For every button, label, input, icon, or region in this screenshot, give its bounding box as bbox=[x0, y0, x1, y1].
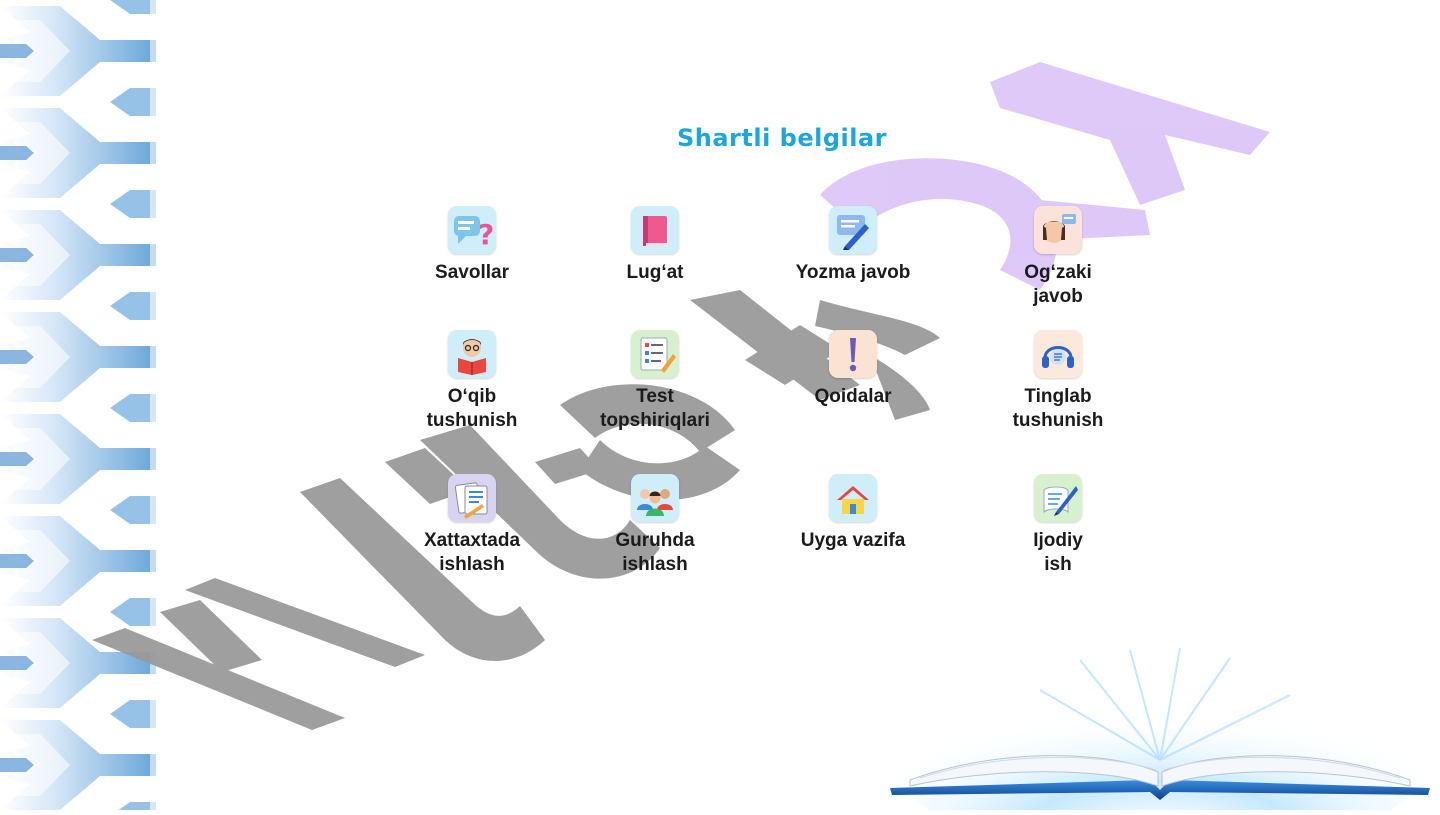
dictionary-book-icon bbox=[631, 206, 679, 254]
creative-quill-icon bbox=[1034, 474, 1082, 522]
legend-label: Guruhda ishlash bbox=[615, 530, 695, 575]
svg-text:?: ? bbox=[478, 218, 494, 251]
open-book-illustration bbox=[880, 640, 1440, 815]
exclamation-icon bbox=[829, 330, 877, 378]
reading-child-icon bbox=[448, 330, 496, 378]
legend-item-lugat: Lug‘at bbox=[575, 206, 735, 285]
legend-item-qoidalar: Qoidalar bbox=[773, 330, 933, 409]
board-document-icon bbox=[448, 474, 496, 522]
legend-item-test-topshiriqlari: Test topshiriqlari bbox=[575, 330, 735, 433]
legend-item-oqib-tushunish: O‘qib tushunish bbox=[392, 330, 552, 433]
legend-item-xattaxtada-ishlash: Xattaxtada ishlash bbox=[392, 474, 552, 577]
speaking-person-icon bbox=[1034, 206, 1082, 254]
legend-item-tinglab-tushunish: Tinglab tushunish bbox=[978, 330, 1138, 433]
legend-item-yozma-javob: Yozma javob bbox=[773, 206, 933, 285]
legend-label: Og‘zaki javob bbox=[1024, 262, 1092, 307]
legend-label: Uyga vazifa bbox=[800, 530, 906, 551]
house-icon bbox=[829, 474, 877, 522]
legend-label: O‘qib tushunish bbox=[426, 386, 518, 431]
headphones-icon bbox=[1034, 330, 1082, 378]
legend-label: Ijodiy ish bbox=[1033, 530, 1083, 575]
question-bubble-icon: ? bbox=[448, 206, 496, 254]
legend-item-guruhda-ishlash: Guruhda ishlash bbox=[575, 474, 735, 577]
writing-pen-icon bbox=[829, 206, 877, 254]
legend-item-ogzaki-javob: Og‘zaki javob bbox=[978, 206, 1138, 309]
legend-label: Test topshiriqlari bbox=[600, 386, 710, 431]
ikat-pattern-band bbox=[0, 0, 156, 810]
legend-item-ijodiy-ish: Ijodiy ish bbox=[978, 474, 1138, 577]
test-checklist-icon bbox=[631, 330, 679, 378]
legend-label: Lug‘at bbox=[626, 262, 684, 283]
legend-label: Qoidalar bbox=[814, 386, 892, 407]
legend-label: Savollar bbox=[435, 262, 509, 283]
group-people-icon bbox=[631, 474, 679, 522]
legend-item-savollar: ? Savollar bbox=[392, 206, 552, 285]
legend-label: Xattaxtada ishlash bbox=[423, 530, 521, 575]
legend-label: Yozma javob bbox=[795, 262, 911, 283]
page-title: Shartli belgilar bbox=[676, 124, 888, 152]
legend-label: Tinglab tushunish bbox=[1012, 386, 1104, 431]
legend-item-uyga-vazifa: Uyga vazifa bbox=[773, 474, 933, 553]
